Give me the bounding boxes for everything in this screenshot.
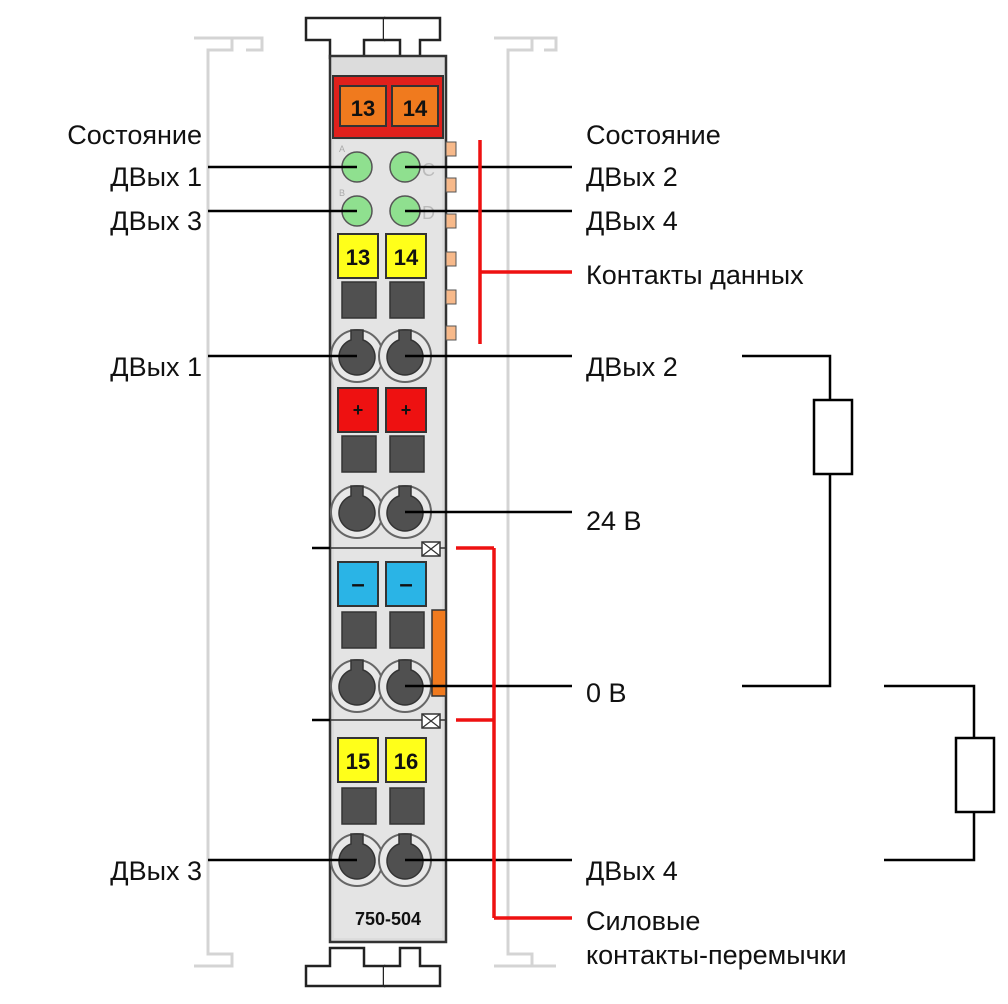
channel-marker-15 — [337, 737, 379, 783]
load-resistor-1 — [812, 398, 854, 476]
status-left-out1: ДВых 1 — [110, 162, 202, 192]
out3-label: ДВых 3 — [110, 856, 202, 886]
status-left-title: Состояние — [67, 120, 202, 150]
callout-lines — [208, 165, 572, 862]
status-left-out3: ДВых 3 — [110, 206, 202, 236]
channel-marker-13-text: 13 — [346, 245, 370, 270]
plus-marker-left-text: + — [353, 400, 364, 420]
channel-marker-14-text: 14 — [394, 245, 419, 270]
load-schematic-2 — [884, 684, 996, 862]
data-contacts-bracket — [478, 140, 572, 344]
power-jumper-label-2: контакты-перемычки — [586, 940, 847, 970]
channel-marker-16-text: 16 — [394, 749, 418, 774]
top-marker-14 — [391, 85, 439, 127]
din-clip-bottom — [304, 946, 442, 988]
channel-marker-13 — [337, 233, 379, 279]
out4-label: ДВых 4 — [586, 856, 678, 886]
led-letter-b: B — [339, 188, 345, 198]
minus-marker-left-text: – — [351, 571, 364, 598]
data-contacts-label: Контакты данных — [586, 260, 804, 290]
plus-marker-right-text: + — [401, 400, 412, 420]
led-letter-c: C — [422, 160, 435, 180]
led-letter-d: D — [422, 203, 435, 223]
out1-label: ДВых 1 — [110, 352, 202, 382]
status-right-out4: ДВых 4 — [586, 206, 678, 236]
release-buttons — [341, 281, 425, 825]
power-jumper-bracket — [456, 546, 572, 920]
data-contact-pins — [445, 141, 457, 341]
part-number: 750-504 — [355, 909, 421, 929]
power-contact-orange — [431, 609, 447, 697]
v0-label: 0 В — [586, 678, 627, 708]
status-right-out2: ДВых 2 — [586, 162, 678, 192]
plus-marker-left — [337, 387, 379, 433]
minus-marker-right — [385, 561, 427, 607]
load-schematic-1 — [742, 354, 854, 688]
power-jumper-separator-top — [330, 541, 446, 557]
power-jumper-separator-bottom — [330, 713, 446, 729]
top-marker-13-text: 13 — [351, 96, 375, 121]
ghost-module-outline — [194, 36, 558, 968]
channel-marker-15-text: 15 — [346, 749, 370, 774]
led-letter-a: A — [339, 144, 345, 154]
plus-marker-right — [385, 387, 427, 433]
load-resistor-2 — [954, 736, 996, 814]
out2-label: ДВых 2 — [586, 352, 678, 382]
v24-label: 24 В — [586, 506, 642, 536]
channel-marker-14 — [385, 233, 427, 279]
minus-marker-left — [337, 561, 379, 607]
minus-marker-right-text: – — [399, 571, 412, 598]
top-marker-14-text: 14 — [403, 96, 428, 121]
status-right-title: Состояние — [586, 120, 721, 150]
channel-marker-16 — [385, 737, 427, 783]
power-jumper-label-1: Силовые — [586, 906, 701, 936]
din-clip-top — [304, 16, 442, 60]
top-marker-13 — [339, 85, 387, 127]
